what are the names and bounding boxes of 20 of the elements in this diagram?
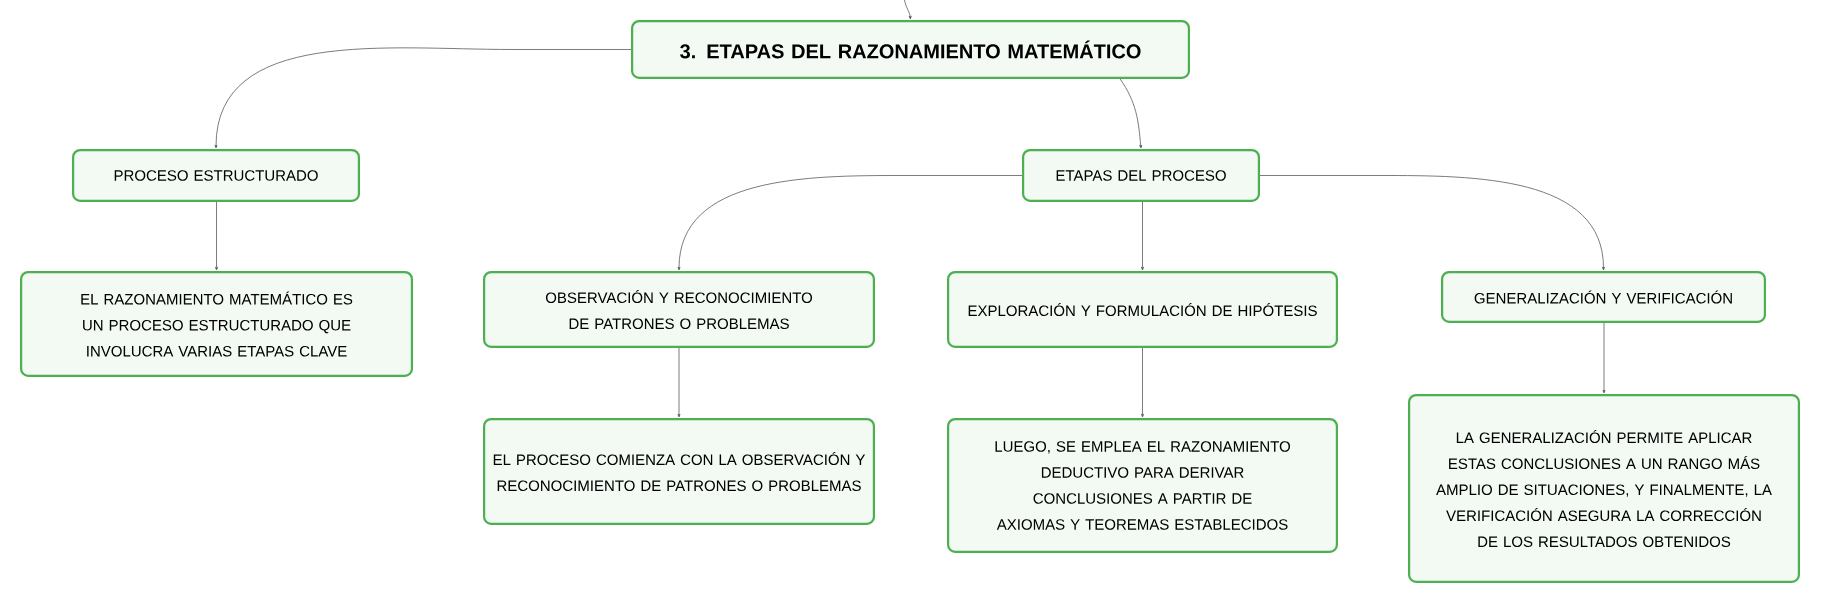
- arrow: [1141, 201, 1144, 271]
- concept-box: GENERALIZACIÓN Y VERIFICACIÓN: [1441, 271, 1766, 323]
- arrow: [215, 201, 218, 271]
- concept-box: PROCESO ESTRUCTURADO: [72, 149, 361, 202]
- arrow: [1602, 322, 1606, 394]
- arrow: [677, 175, 1023, 271]
- concept-box: LA GENERALIZACIÓN PERMITE APLICAR ESTAS CONCLUSIONES A UN RANGO MÁS AMPLIO DE SITUACIONES, Y FINALMENTE, LA VERIFICACIÓN ASEGURA LA CORRECCIÓN DE LOS RESULTADOS OBTENIDOS: [1408, 394, 1800, 583]
- arrow: [214, 47, 632, 149]
- arrow: [904, 0, 912, 20]
- concept-box: ETAPAS DEL PROCESO: [1022, 149, 1260, 202]
- concept-box: LUEGO, SE EMPLEA EL RAZONAMIENTO DEDUCTIVO PARA DERIVAR CONCLUSIONES A PARTIR DE AXIOMAS Y TEOREMAS ESTABLECIDOS: [947, 418, 1338, 553]
- arrow: [1141, 347, 1144, 418]
- arrow: [677, 347, 681, 418]
- concept-box: OBSERVACIÓN Y RECONOCIMIENTO DE PATRONES O PROBLEMAS: [483, 271, 875, 348]
- concept-box: 3. ETAPAS DEL RAZONAMIENTO MATEMÁTICO: [631, 20, 1190, 79]
- arrow: [1119, 78, 1143, 149]
- arrow: [1259, 175, 1605, 271]
- concept-box: EL RAZONAMIENTO MATEMÁTICO ES UN PROCESO ESTRUCTURADO QUE INVOLUCRA VARIAS ETAPAS CLAVE: [20, 271, 414, 377]
- concept-box: EL PROCESO COMIENZA CON LA OBSERVACIÓN Y RECONOCIMIENTO DE PATRONES O PROBLEMAS: [483, 418, 875, 525]
- concept-box: EXPLORACIÓN Y FORMULACIÓN DE HIPÓTESIS: [947, 271, 1338, 348]
